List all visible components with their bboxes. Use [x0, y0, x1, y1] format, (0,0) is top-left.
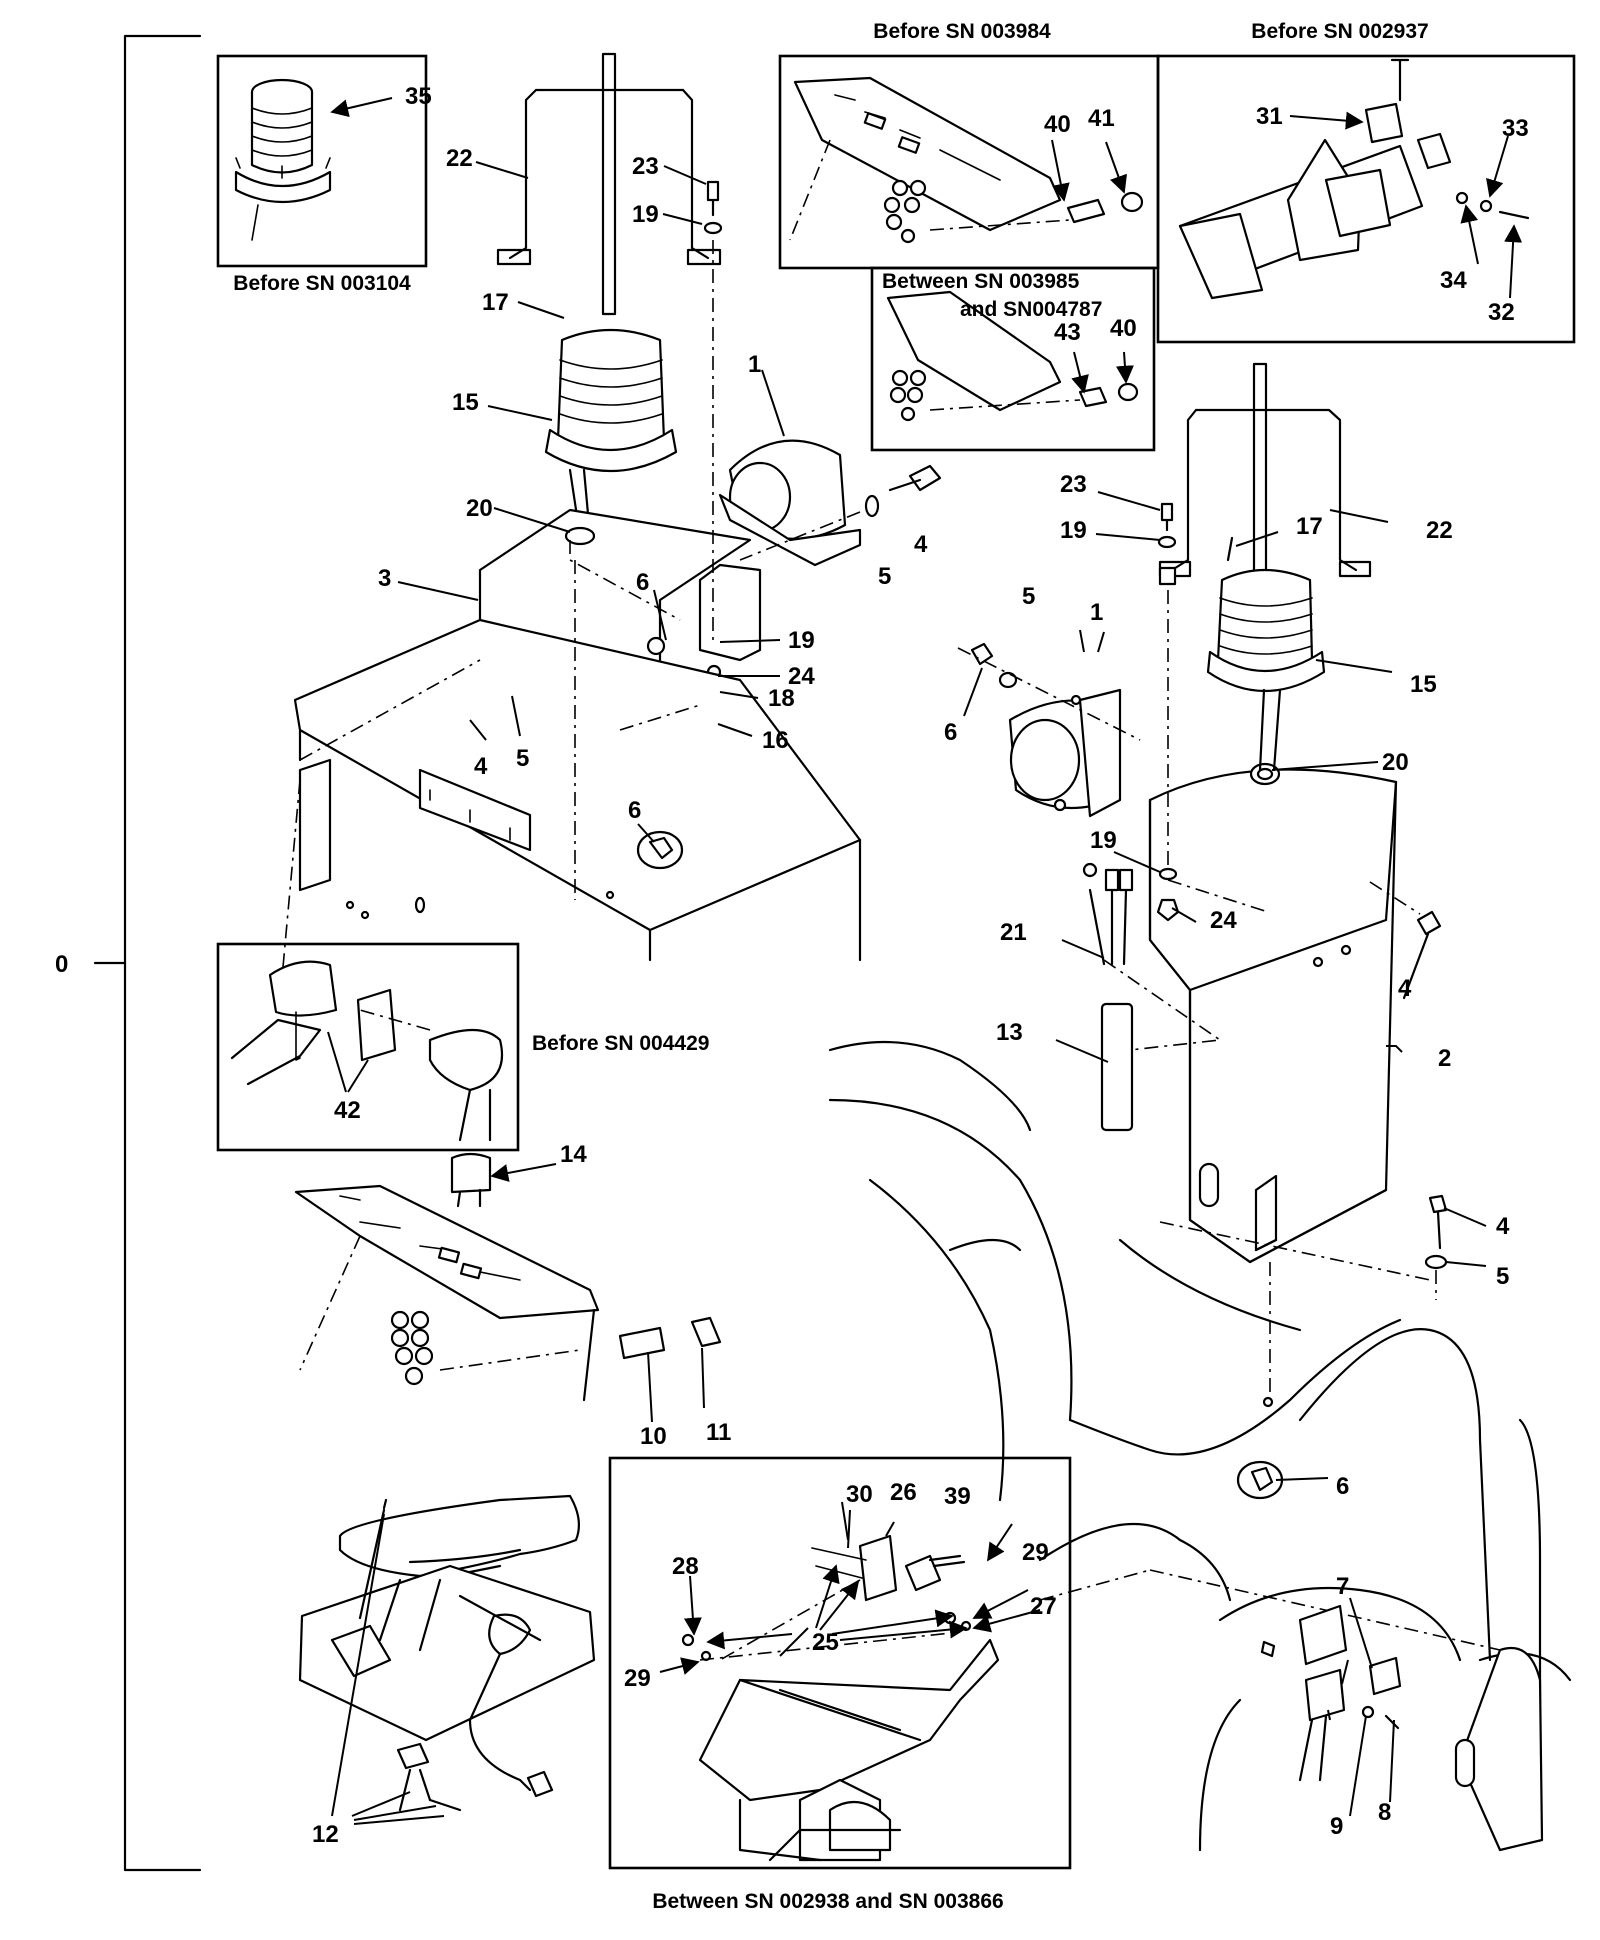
caption-before-sn-003104: Before SN 003104 [233, 272, 411, 295]
callout-26: 26 [890, 1479, 917, 1506]
alarm-42-drawing [230, 960, 504, 1142]
callout-21: 21 [1000, 919, 1027, 946]
callout-labels: 35 22 23 19 17 15 1 20 3 6 19 24 18 16 4… [312, 83, 1529, 1848]
callout-12: 12 [312, 1821, 339, 1848]
caption-before-sn-004429: Before SN 004429 [532, 1032, 709, 1055]
callout-32: 32 [1488, 299, 1515, 326]
callout-39: 39 [944, 1483, 971, 1510]
callout-9: 9 [1330, 1813, 1343, 1840]
callout-31: 31 [1256, 103, 1283, 130]
callout-29: 29 [1022, 1539, 1049, 1566]
beacon-35-drawing [234, 78, 332, 241]
relay-7-area [1198, 1604, 1402, 1852]
callout-27: 27 [1030, 1593, 1057, 1620]
beacon-15-left [544, 328, 678, 538]
callout-29b: 29 [624, 1665, 651, 1692]
mast-tube-2 [1148, 688, 1398, 1264]
alarm-1-right [1008, 688, 1122, 818]
inset-panel-mid [870, 266, 1156, 452]
callout-19: 19 [632, 201, 659, 228]
callout-1: 1 [748, 351, 761, 378]
panel-40-41-drawing [789, 76, 1144, 244]
caption-before-sn-003984: Before SN 003984 [873, 20, 1051, 43]
callout-42: 42 [334, 1097, 361, 1124]
callout-2: 2 [1438, 1045, 1451, 1072]
callout-33: 33 [1502, 115, 1529, 142]
callout-5c: 5 [1022, 583, 1035, 610]
callout-25: 25 [812, 1629, 839, 1656]
callout-4: 4 [914, 531, 928, 558]
callout-5: 5 [878, 563, 891, 590]
inset-beacon-early [216, 54, 428, 268]
callout-4d: 4 [1496, 1213, 1510, 1240]
callout-20: 20 [466, 495, 493, 522]
caption-between-sn-003985: Between SN 003985 [882, 270, 1080, 293]
callout-35: 35 [405, 83, 432, 110]
switch-panel-lower [294, 1152, 722, 1402]
inset-switch-bracket [1156, 54, 1576, 344]
beacon-15-right [1206, 568, 1326, 693]
callout-7: 7 [1336, 1573, 1349, 1600]
callout-41: 41 [1088, 105, 1115, 132]
callout-34: 34 [1440, 267, 1467, 294]
switch-bracket-31-drawing [1178, 58, 1530, 300]
callout-8: 8 [1378, 1799, 1391, 1826]
callout-14: 14 [560, 1141, 587, 1168]
assembly-number: 0 [55, 951, 68, 978]
leader-lines [327, 97, 1523, 1825]
callout-18: 18 [768, 685, 795, 712]
callout-1b: 1 [1090, 599, 1103, 626]
callout-24: 24 [788, 663, 815, 690]
panel-40-43-drawing [886, 290, 1139, 422]
callout-10: 10 [640, 1423, 667, 1450]
callout-19b: 19 [788, 627, 815, 654]
callout-11: 11 [706, 1419, 731, 1446]
caption-before-sn-002937: Before SN 002937 [1251, 20, 1428, 43]
assembly-bracket [93, 34, 202, 1872]
callout-15: 15 [452, 389, 479, 416]
callout-22: 22 [446, 145, 473, 172]
fastener-stack-right [957, 502, 1448, 1408]
callout-5b: 5 [516, 745, 529, 772]
callout-24b: 24 [1210, 907, 1237, 934]
caption-and-sn004787: and SN004787 [960, 298, 1102, 321]
callout-20b: 20 [1382, 749, 1409, 776]
frame-top-left [279, 560, 862, 1001]
callout-15b: 15 [1410, 671, 1437, 698]
alarm-1-left [718, 439, 862, 567]
callout-6d: 6 [1336, 1473, 1349, 1500]
callout-13: 13 [996, 1019, 1023, 1046]
callout-3: 3 [378, 565, 391, 592]
callout-4b: 4 [474, 753, 488, 780]
callout-28: 28 [672, 1553, 699, 1580]
callout-17: 17 [482, 289, 509, 316]
callout-30: 30 [846, 1481, 873, 1508]
callout-19d: 19 [1090, 827, 1117, 854]
seat-assembly-12 [298, 1494, 596, 1812]
inset-seat-switch [608, 1456, 1072, 1870]
callout-23b: 23 [1060, 471, 1087, 498]
callout-5d: 5 [1496, 1263, 1509, 1290]
callout-6c: 6 [944, 719, 957, 746]
callout-22b: 22 [1426, 517, 1453, 544]
mount-bracket-22-left [496, 52, 722, 316]
inset-alarm-early [216, 942, 520, 1152]
callout-6: 6 [636, 569, 649, 596]
callout-23: 23 [632, 153, 659, 180]
callout-43: 43 [1054, 319, 1081, 346]
harness-21 [1082, 862, 1223, 1132]
seat-switch-inset-drawing [681, 1534, 1000, 1862]
frame-right [828, 1040, 1572, 1852]
callout-4c: 4 [1398, 975, 1412, 1002]
callout-17b: 17 [1296, 513, 1323, 540]
callout-16: 16 [762, 727, 789, 754]
callout-40: 40 [1044, 111, 1071, 138]
callout-6b: 6 [628, 797, 641, 824]
callout-40b: 40 [1110, 315, 1137, 342]
callout-19c: 19 [1060, 517, 1087, 544]
caption-between-sn-002938-and-003866: Between SN 002938 and SN 003866 [652, 1890, 1003, 1913]
